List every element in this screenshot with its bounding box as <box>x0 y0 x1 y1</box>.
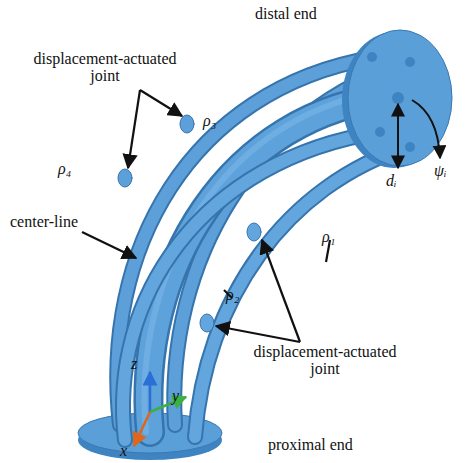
symbol-label: ρ₂ <box>226 286 256 303</box>
part-label: proximal end <box>268 436 388 453</box>
part-label: displacement-actuated joint <box>20 50 190 84</box>
symbol-label: ρ₁ <box>322 228 352 245</box>
part-label: center-line <box>10 213 110 230</box>
axis-label: y <box>172 387 188 404</box>
symbol-label: ψᵢ <box>434 162 464 179</box>
axis-label: z <box>131 355 147 372</box>
leader-lines <box>82 90 330 342</box>
axis-label: x <box>120 442 136 459</box>
symbol-label: ρ₃ <box>203 112 233 129</box>
part-label: distal end <box>255 5 355 22</box>
symbol-label: dᵢ <box>386 172 416 189</box>
part-label: displacement-actuated joint <box>240 343 410 377</box>
axes <box>134 372 186 446</box>
distal-disk <box>342 30 452 168</box>
symbol-label: ρ₄ <box>58 160 88 177</box>
